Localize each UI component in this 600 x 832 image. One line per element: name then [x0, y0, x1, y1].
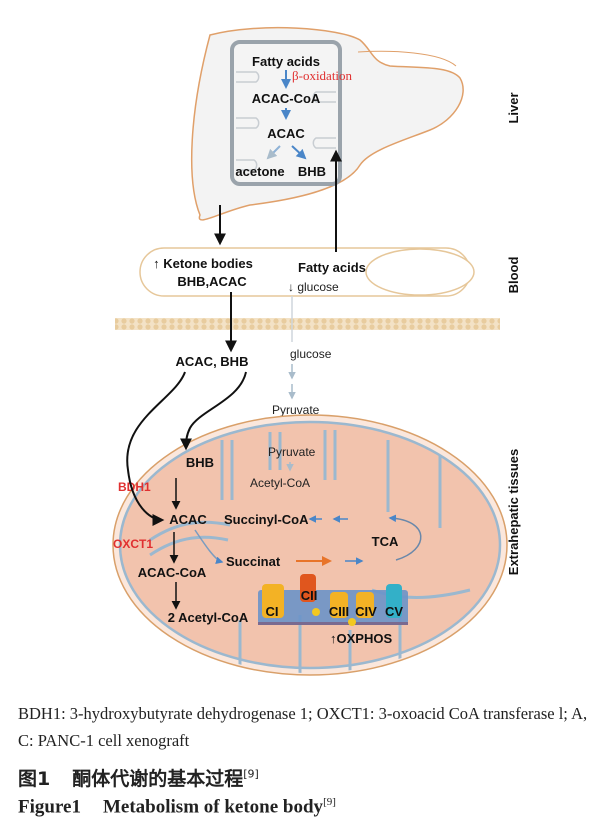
- figure-title-en: Figure1 Metabolism of ketone body[9]: [18, 796, 336, 818]
- acac-import-arrow: [126, 371, 186, 526]
- bhb-acac-blood-label: BHB,ACAC: [177, 274, 247, 289]
- mito-bhb-label: BHB: [186, 455, 214, 470]
- bhb-import-arrow: [180, 371, 247, 451]
- oxct1-enzyme-label: OXCT1: [113, 537, 153, 551]
- figure-title-en-text: Metabolism of ketone body: [102, 796, 324, 818]
- complex-v-label: CV: [385, 604, 403, 619]
- figure-legend: BDH1: 3-hydroxybutyrate dehydrogenase 1;…: [18, 704, 588, 750]
- succinat-label: Succinat: [226, 554, 281, 569]
- region-extrahepatic-label: Extrahepatic tissues: [506, 449, 521, 575]
- blood-glucose-label: ↓ glucose: [288, 280, 339, 294]
- complex-iv-label: CIV: [355, 604, 377, 619]
- complex-i-label: CI: [266, 604, 279, 619]
- mito-acac-coa-label: ACAC-CoA: [138, 565, 207, 580]
- figure-title-cn-text: 酮体代谢的基本过程: [72, 768, 244, 790]
- figure-number-cn: 图1: [18, 768, 51, 790]
- extrahepatic-mitochondrion: BHB BDH1 ACAC OXCT1 ACAC-CoA 2 Acetyl-Co…: [112, 414, 508, 676]
- electron-transport-chain: CI CII CIII CIV CV: [258, 574, 408, 626]
- bdh1-enzyme-label: BDH1: [118, 480, 151, 494]
- cell-membrane: [115, 318, 500, 330]
- acetone-label: acetone: [235, 164, 284, 179]
- reference-cn: [9]: [243, 767, 259, 781]
- liver-acac-coa-label: ACAC-CoA: [252, 91, 321, 106]
- complex-iii-label: CIII: [329, 604, 349, 619]
- ketone-metabolism-diagram: Fatty acids β-oxidation ACAC-CoA ACAC ac…: [112, 26, 521, 676]
- figure-number-en: Figure1: [18, 796, 81, 818]
- tca-cycle-label: TCA: [372, 534, 399, 549]
- complex-iv: [356, 592, 374, 618]
- liver-fatty-acids-label: Fatty acids: [252, 54, 320, 69]
- mito-acetyl-coa-label: Acetyl-CoA: [250, 476, 310, 490]
- liver-bhb-label: BHB: [298, 164, 326, 179]
- beta-oxidation-label: β-oxidation: [292, 68, 353, 83]
- region-liver-label: Liver: [506, 92, 521, 123]
- reference-en: [9]: [323, 796, 336, 808]
- blood-vessel: ↑ Ketone bodies BHB,ACAC Fatty acids ↓ g…: [139, 247, 475, 297]
- mito-acac-label: ACAC: [169, 512, 207, 527]
- mito-pyruvate-label: Pyruvate: [268, 445, 316, 459]
- oxphos-label: ↑OXPHOS: [330, 631, 392, 646]
- complex-ii-label: CII: [301, 588, 318, 603]
- figure-title-cn: 图1 酮体代谢的基本过程[9]: [18, 764, 259, 791]
- complex-v: [386, 584, 402, 618]
- liver-acac-label: ACAC: [267, 126, 305, 141]
- cristae: [149, 430, 471, 673]
- acac-bhb-cytosol-label: ACAC, BHB: [176, 354, 249, 369]
- complex-i: [262, 584, 284, 618]
- cytosol-glucose-label: glucose: [290, 347, 332, 361]
- complex-ii: [300, 574, 316, 602]
- liver-mitochondrion: Fatty acids β-oxidation ACAC-CoA ACAC ac…: [230, 40, 353, 186]
- ketone-bodies-label: ↑ Ketone bodies: [153, 256, 253, 271]
- cytosol-pyruvate-label: Pyruvate: [272, 403, 320, 417]
- region-blood-label: Blood: [506, 257, 521, 294]
- mito-2-acetyl-coa-label: 2 Acetyl-CoA: [168, 610, 249, 625]
- complex-iii: [330, 592, 348, 618]
- succinyl-coa-label: Succinyl-CoA: [224, 512, 309, 527]
- blood-fatty-acids-label: Fatty acids: [298, 260, 366, 275]
